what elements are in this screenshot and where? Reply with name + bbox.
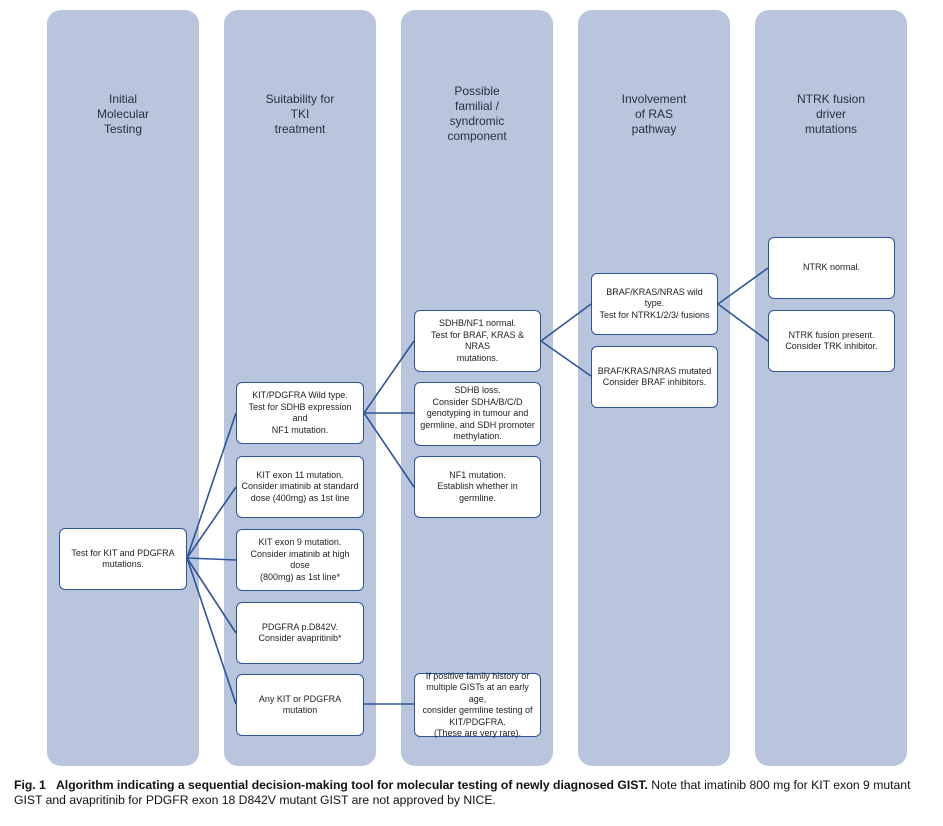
box-kit-exon9-mutation: KIT exon 9 mutation. Consider imatinib a… [236,529,364,591]
box-any-kit-pdgfra-mutation: Any KIT or PDGFRA mutation [236,674,364,736]
box-ras-mutated: BRAF/KRAS/NRAS mutated Consider BRAF inh… [591,346,718,408]
connector [717,303,769,342]
box-nf1-mutation: NF1 mutation. Establish whether in germl… [414,456,541,518]
box-pdgfra-d842v: PDGFRA p.D842V. Consider avapritinib* [236,602,364,664]
connector [186,486,237,559]
column-ntrk-fusion: NTRK fusion driver mutations [755,10,907,766]
connector [540,340,592,377]
column-initial-molecular-testing: Initial Molecular Testing [47,10,199,766]
figure-title: Algorithm indicating a sequential decisi… [56,778,648,792]
box-sdhb-nf1-normal: SDHB/NF1 normal. Test for BRAF, KRAS & N… [414,310,541,372]
box-kit-pdgfra-wild-type: KIT/PDGFRA Wild type. Test for SDHB expr… [236,382,364,444]
column-title: Possible familial / syndromic component [447,84,507,143]
connector [186,412,237,559]
connector [363,340,415,414]
column-title: Involvement of RAS pathway [621,92,687,136]
box-kit-exon11-mutation: KIT exon 11 mutation. Consider imatinib … [236,456,364,518]
connector [540,303,592,342]
box-ntrk-fusion-present: NTRK fusion present. Consider TRK inhibi… [768,310,895,372]
connector [363,412,415,488]
box-family-history: If positive family history or multiple G… [414,671,541,738]
column-title: NTRK fusion driver mutations [796,92,866,136]
box-ntrk-normal: NTRK normal. [768,237,895,299]
box-sdhb-loss: SDHB loss. Consider SDHA/B/C/D genotypin… [414,382,541,446]
connector [186,557,237,705]
box-ras-wild-type: BRAF/KRAS/NRAS wild type. Test for NTRK1… [591,273,718,335]
box-test-kit-pdgfra: Test for KIT and PDGFRA mutations. [59,528,187,590]
figure-caption: Fig. 1 Algorithm indicating a sequential… [14,778,939,808]
figure-note: Note that imatinib 800 mg for KIT exon 9… [14,778,911,807]
column-title: Suitability for TKI treatment [265,92,335,136]
connector [186,557,237,634]
connector [186,557,237,561]
figure-label: Fig. 1 [14,778,46,792]
column-title: Initial Molecular Testing [96,92,150,136]
connector [717,267,769,305]
